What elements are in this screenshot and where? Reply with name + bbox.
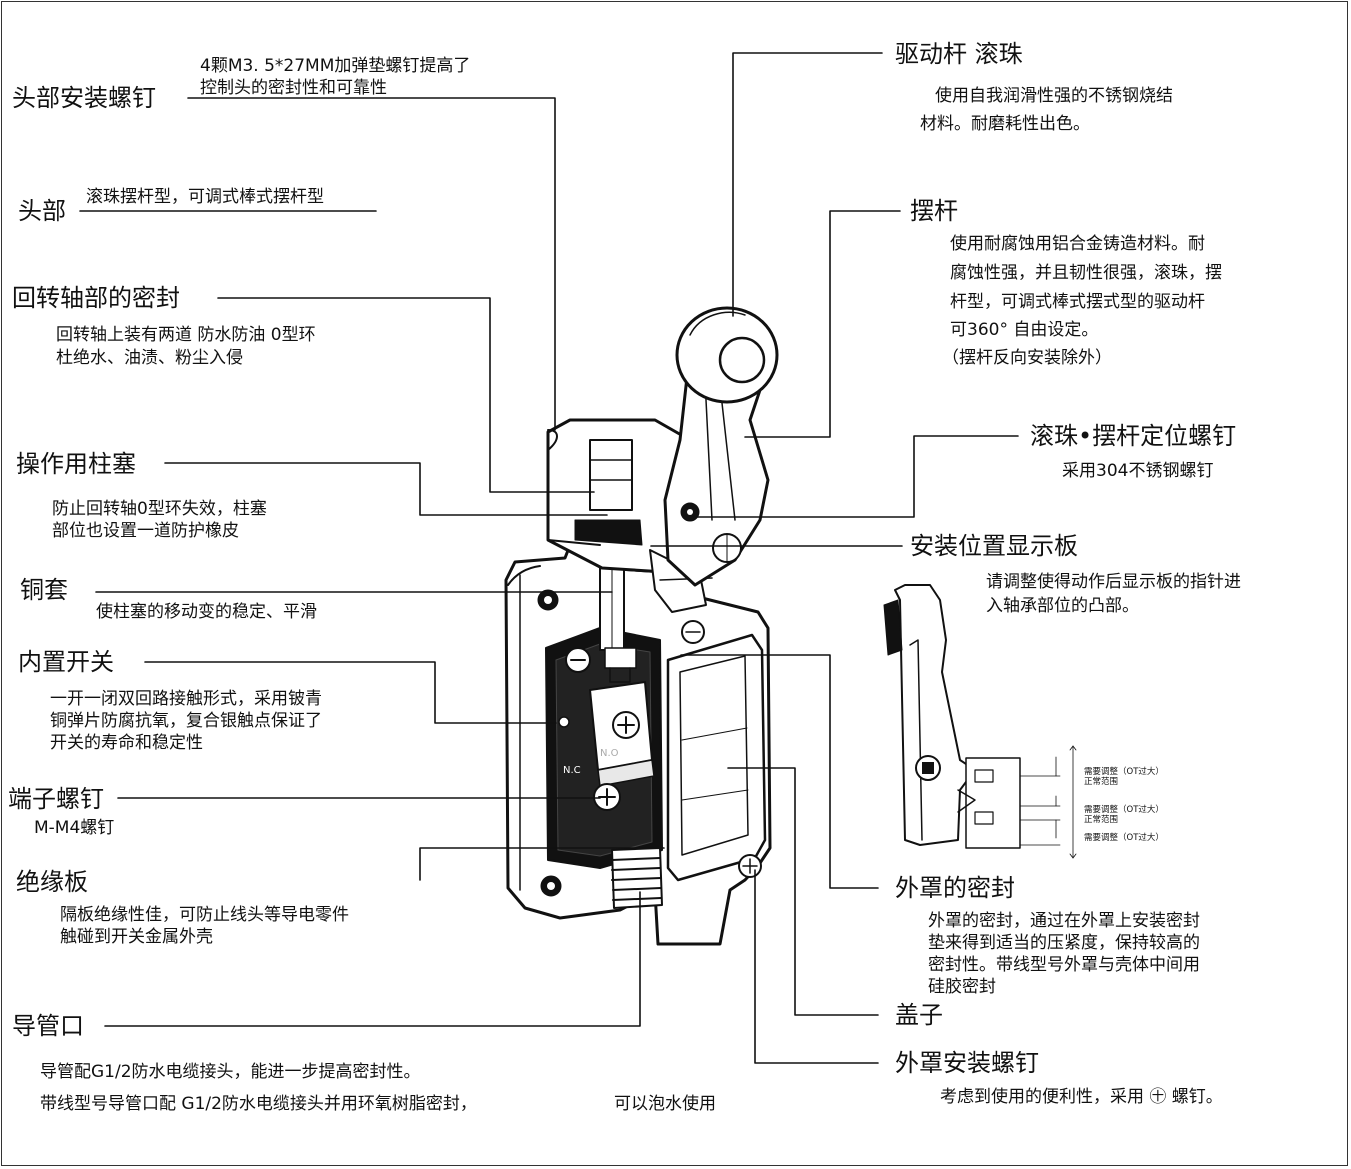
- lever-note-5: （摆杆反向安装除外）: [942, 348, 1112, 368]
- indicator-adjust-3: 需要调整（OT过大）: [1084, 833, 1164, 843]
- indicator-inset: [883, 584, 1021, 849]
- bushing-title: 铜套: [20, 576, 68, 604]
- indicator-note-1: 请调整使得动作后显示板的指针进: [986, 572, 1241, 592]
- switch-note-2: 铜弹片防腐抗氧，复合银触点保证了: [50, 711, 322, 731]
- cover-seal-title: 外罩的密封: [895, 874, 1015, 902]
- cover-seal-note-1: 外罩的密封，通过在外罩上安装密封: [928, 911, 1200, 931]
- bushing-note: 使柱塞的移动变的稳定、平滑: [96, 602, 317, 622]
- head-title: 头部: [18, 197, 66, 225]
- head-note: 滚珠摆杆型，可调式棒式摆杆型: [86, 187, 324, 207]
- front-cover: [666, 620, 767, 882]
- lever-note-4: 可360° 自由设定。: [950, 320, 1099, 340]
- plunger-title: 操作用柱塞: [16, 450, 136, 478]
- indicator-adjust-2: 需要调整（OT过大）: [1084, 805, 1164, 815]
- cover-screw-note: 考虑到使用的便利性，采用 ㊉ 螺钉。: [940, 1087, 1223, 1107]
- actuator-note-2: 材料。耐磨耗性出色。: [920, 114, 1090, 134]
- terminal-title: 端子螺钉: [8, 785, 104, 813]
- indicator-normal-1: 正常范围: [1084, 777, 1119, 787]
- shaft-seal-note-2: 杜绝水、油渍、粉尘入侵: [56, 348, 243, 368]
- lid-title: 盖子: [895, 1001, 943, 1029]
- conduit-note-3: 可以泡水使用: [614, 1094, 716, 1114]
- cover-seal-note-4: 硅胶密封: [928, 977, 996, 997]
- cover-screw-title: 外罩安装螺钉: [895, 1049, 1039, 1077]
- cover-seal-note-3: 密封性。带线型号外罩与壳体中间用: [928, 955, 1200, 975]
- actuator-title: 驱动杆 滚珠: [895, 40, 1023, 68]
- head-screw-note-2: 控制头的密封性和可靠性: [200, 78, 387, 98]
- switch-title: 内置开关: [18, 648, 114, 676]
- switch-note-3: 开关的寿命和稳定性: [50, 733, 203, 753]
- switch-note-1: 一开一闭双回路接触形式，采用铍青: [50, 689, 322, 709]
- conduit-note-1: 导管配G1/2防水电缆接头，能进一步提高密封性。: [40, 1062, 421, 1082]
- insulator-note-1: 隔板绝缘性佳，可防止线头等导电零件: [60, 905, 349, 925]
- roller: [675, 306, 779, 404]
- switch-cavity: [545, 549, 663, 869]
- actuator-note-1: 使用自我润滑性强的不锈钢烧结: [935, 86, 1173, 106]
- lever-note-2: 腐蚀性强，并且韧性很强，滚珠，摆: [950, 263, 1222, 283]
- no-mark: N.O: [600, 748, 619, 759]
- indicator-normal-2: 正常范围: [1084, 815, 1119, 825]
- inset-ticks: [1019, 745, 1077, 859]
- conduit-thread: [611, 847, 663, 909]
- setscrew-title: 滚珠•摆杆定位螺钉: [1030, 422, 1237, 450]
- conduit-note-2: 带线型号导管口配 G1/2防水电缆接头并用环氧树脂密封，: [40, 1094, 477, 1114]
- nc-mark: N.C: [563, 765, 581, 776]
- indicator-title: 安装位置显示板: [910, 532, 1078, 560]
- shaft-seal-title: 回转轴部的密封: [12, 284, 180, 312]
- head-screw-note-1: 4颗M3. 5*27MM加弹垫螺钉提高了: [200, 56, 471, 76]
- setscrew-note: 采用304不锈钢螺钉: [1062, 461, 1214, 481]
- terminal-note: M-M4螺钉: [34, 818, 115, 838]
- lever-note-1: 使用耐腐蚀用铝合金铸造材料。耐: [950, 234, 1205, 254]
- indicator-note-2: 入轴承部位的凸部。: [986, 596, 1139, 616]
- conduit-title: 导管口: [12, 1012, 84, 1040]
- insulator-note-2: 触碰到开关金属外壳: [60, 927, 213, 947]
- head-screw-title: 头部安装螺钉: [12, 84, 156, 112]
- indicator-adjust-1: 需要调整（OT过大）: [1084, 767, 1164, 777]
- cover-seal-note-2: 垫来得到适当的压紧度，保持较高的: [928, 933, 1200, 953]
- plunger-note-1: 防止回转轴0型环失效，柱塞: [52, 499, 267, 519]
- plunger-note-2: 部位也设置一道防护橡皮: [52, 521, 239, 541]
- shaft-seal-note-1: 回转轴上装有两道 防水防油 0型环: [56, 325, 316, 345]
- lever-title: 摆杆: [910, 197, 958, 225]
- insulator-title: 绝缘板: [16, 868, 88, 896]
- lever-note-3: 杆型，可调式棒式摆式型的驱动杆: [950, 292, 1205, 312]
